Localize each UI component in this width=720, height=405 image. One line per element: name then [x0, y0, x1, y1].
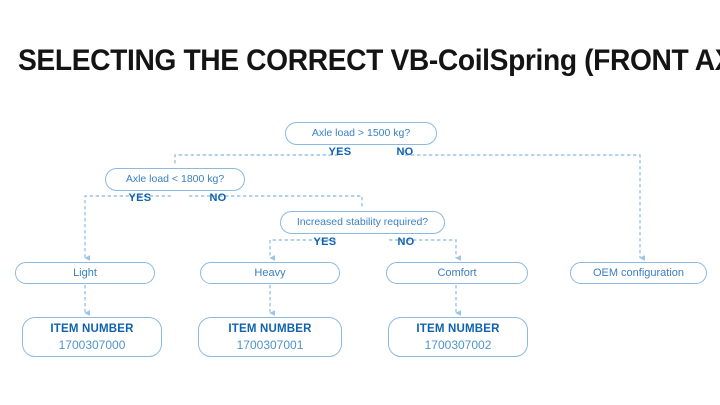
result-label: Light: [73, 266, 97, 279]
branch-label-d3-no: NO: [397, 236, 415, 248]
item-number-value: 1700307000: [58, 337, 126, 352]
result-light[interactable]: Light: [15, 262, 155, 284]
result-label: Heavy: [254, 266, 286, 279]
decision-axle-load-1800[interactable]: Axle load < 1800 kg?: [105, 168, 245, 191]
item-number-card-heavy[interactable]: ITEM NUMBER 1700307001: [198, 317, 342, 357]
wire-d3-yes: [269, 239, 336, 261]
page-title: SELECTING THE CORRECT VB-CoilSpring (FRO…: [18, 44, 720, 77]
result-heavy[interactable]: Heavy: [200, 262, 340, 284]
branch-label-d3-yes: YES: [313, 236, 337, 248]
decision-axle-load-1500[interactable]: Axle load > 1500 kg?: [285, 122, 437, 145]
wire-d2-yes: [84, 195, 171, 261]
result-label: OEM configuration: [592, 266, 685, 279]
item-number-value: 1700307002: [424, 337, 492, 352]
result-comfort[interactable]: Comfort: [386, 262, 528, 284]
item-number-heading: ITEM NUMBER: [50, 322, 134, 335]
wire-d2-no: [189, 195, 363, 208]
wire-d1-yes: [174, 150, 340, 165]
item-number-heading: ITEM NUMBER: [416, 322, 500, 335]
wire-d1-no: [403, 150, 645, 261]
decision-label: Axle load > 1500 kg?: [311, 127, 411, 139]
decision-increased-stability[interactable]: Increased stability required?: [280, 211, 445, 234]
result-label: Comfort: [437, 266, 477, 279]
result-oem-configuration[interactable]: OEM configuration: [570, 262, 707, 284]
item-number-card-comfort[interactable]: ITEM NUMBER 1700307002: [388, 317, 528, 357]
branch-label-d2-yes: YES: [128, 192, 152, 204]
item-number-heading: ITEM NUMBER: [228, 322, 312, 335]
branch-label-d1-no: NO: [396, 146, 414, 158]
wire-d3-no: [389, 239, 461, 261]
decision-label: Increased stability required?: [296, 216, 429, 228]
item-number-value: 1700307001: [236, 337, 304, 352]
item-number-card-light[interactable]: ITEM NUMBER 1700307000: [22, 317, 162, 357]
branch-label-d2-no: NO: [209, 192, 227, 204]
decision-label: Axle load < 1800 kg?: [125, 173, 225, 185]
branch-label-d1-yes: YES: [328, 146, 352, 158]
